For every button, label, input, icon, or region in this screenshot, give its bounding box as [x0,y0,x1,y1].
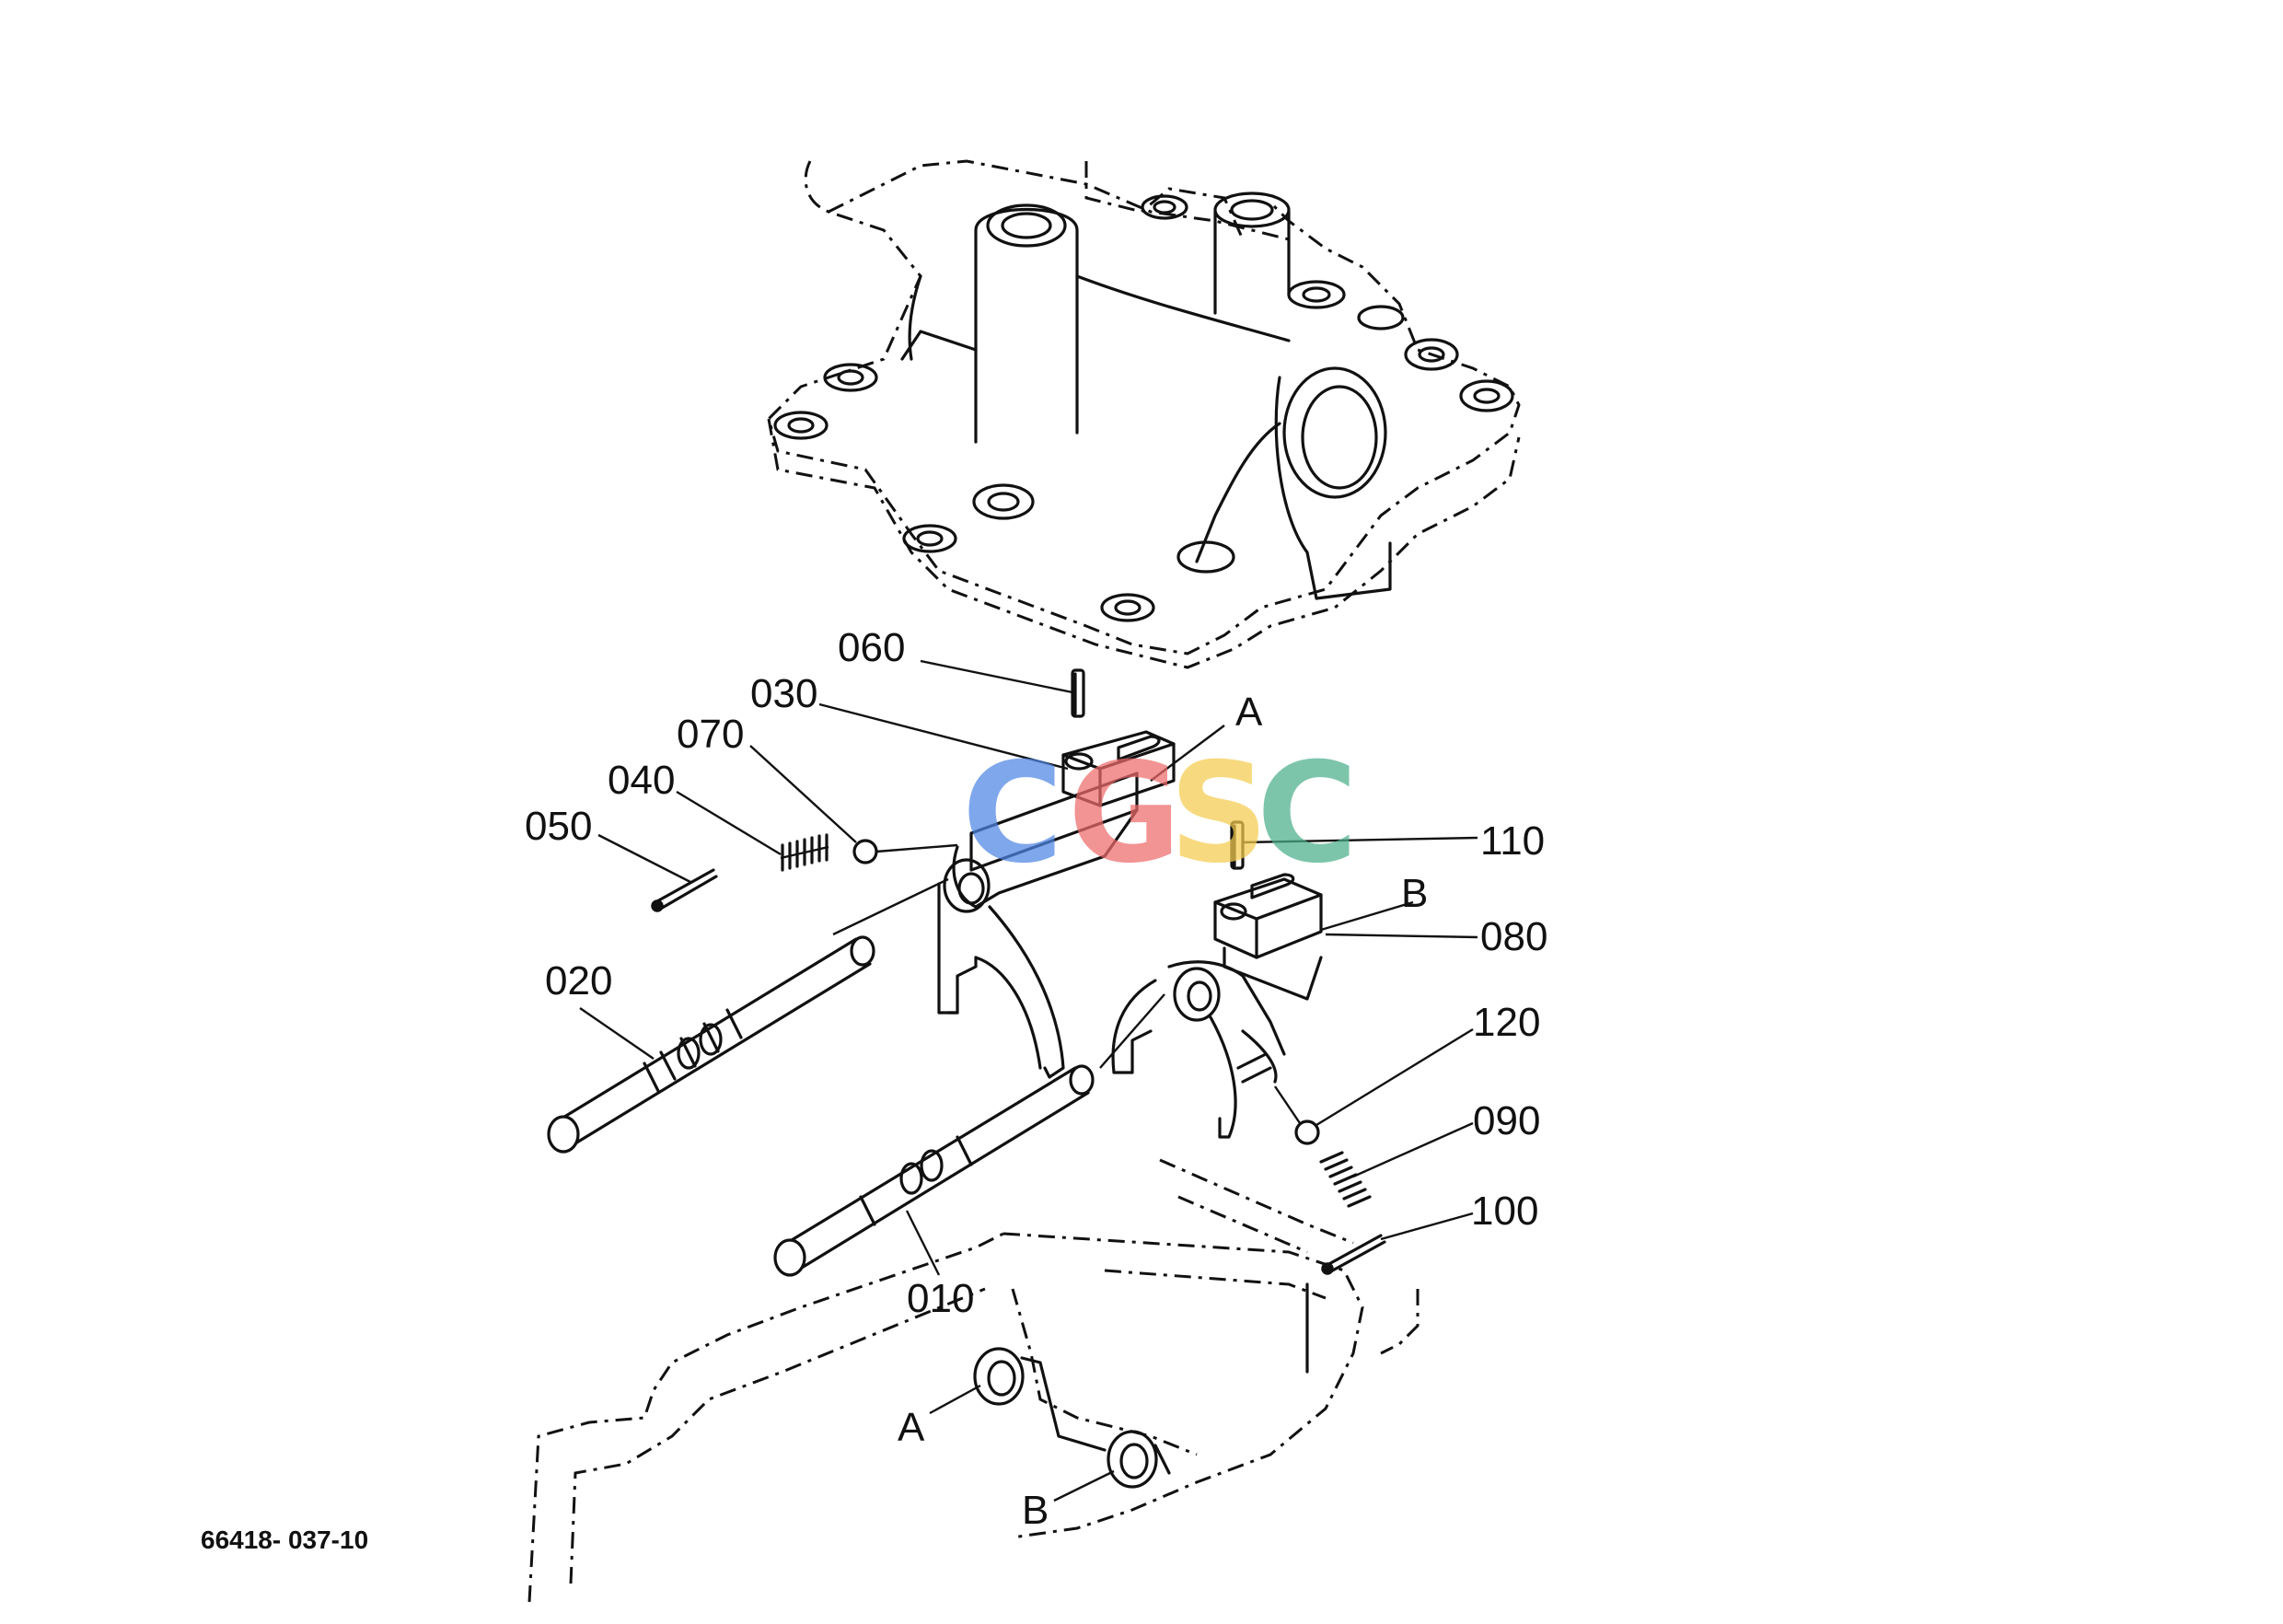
leader-lines [579,659,1478,1502]
spring-040 [780,833,829,872]
callout-120: 120 [1473,1000,1540,1045]
ref-label-a-top: A [1235,690,1263,735]
callout-110: 110 [1480,818,1545,864]
watermark-letter-2: G [1068,734,1181,894]
ref-label-b-bottom: B [1022,1488,1049,1533]
upper-housing [767,159,1521,669]
callout-070: 070 [677,712,744,757]
drawing-code: 66418- 037-10 [201,1525,368,1554]
callout-020: 020 [545,958,612,1003]
detent-ball-070 [852,839,878,864]
detent-ball-120 [1294,1119,1320,1145]
callout-030: 030 [750,671,817,716]
lower-transmission-case [527,1158,1420,1603]
plug-050 [651,868,718,912]
shift-rod-010 [773,1064,1095,1277]
callout-090: 090 [1473,1098,1540,1143]
watermark-letter-3: S [1169,734,1269,894]
shift-fork-080 [1111,873,1323,1139]
watermark-letter-4: C [1257,734,1358,894]
spring-090 [1319,1151,1372,1208]
callout-100: 100 [1471,1189,1538,1234]
watermark-letter-1: C [962,734,1063,894]
watermark-logo: C G S C [962,734,1358,894]
callout-010: 010 [907,1276,974,1321]
callout-040: 040 [608,758,675,803]
callout-080: 080 [1480,914,1547,959]
shift-fork-030 [937,730,1176,1079]
callout-050: 050 [525,804,592,849]
spring-pin-060 [1071,668,1085,718]
callout-060: 060 [838,625,905,670]
ref-label-b-top: B [1401,871,1428,916]
ref-label-a-bottom: A [898,1405,925,1450]
shift-rod-020 [547,935,875,1154]
spring-pin-110 [1230,820,1245,870]
callout-labels: 060 030 070 040 050 A 110 B 080 120 090 … [525,625,1547,1533]
housing-bolt-bosses [773,194,1514,622]
plug-100 [1321,1234,1386,1275]
